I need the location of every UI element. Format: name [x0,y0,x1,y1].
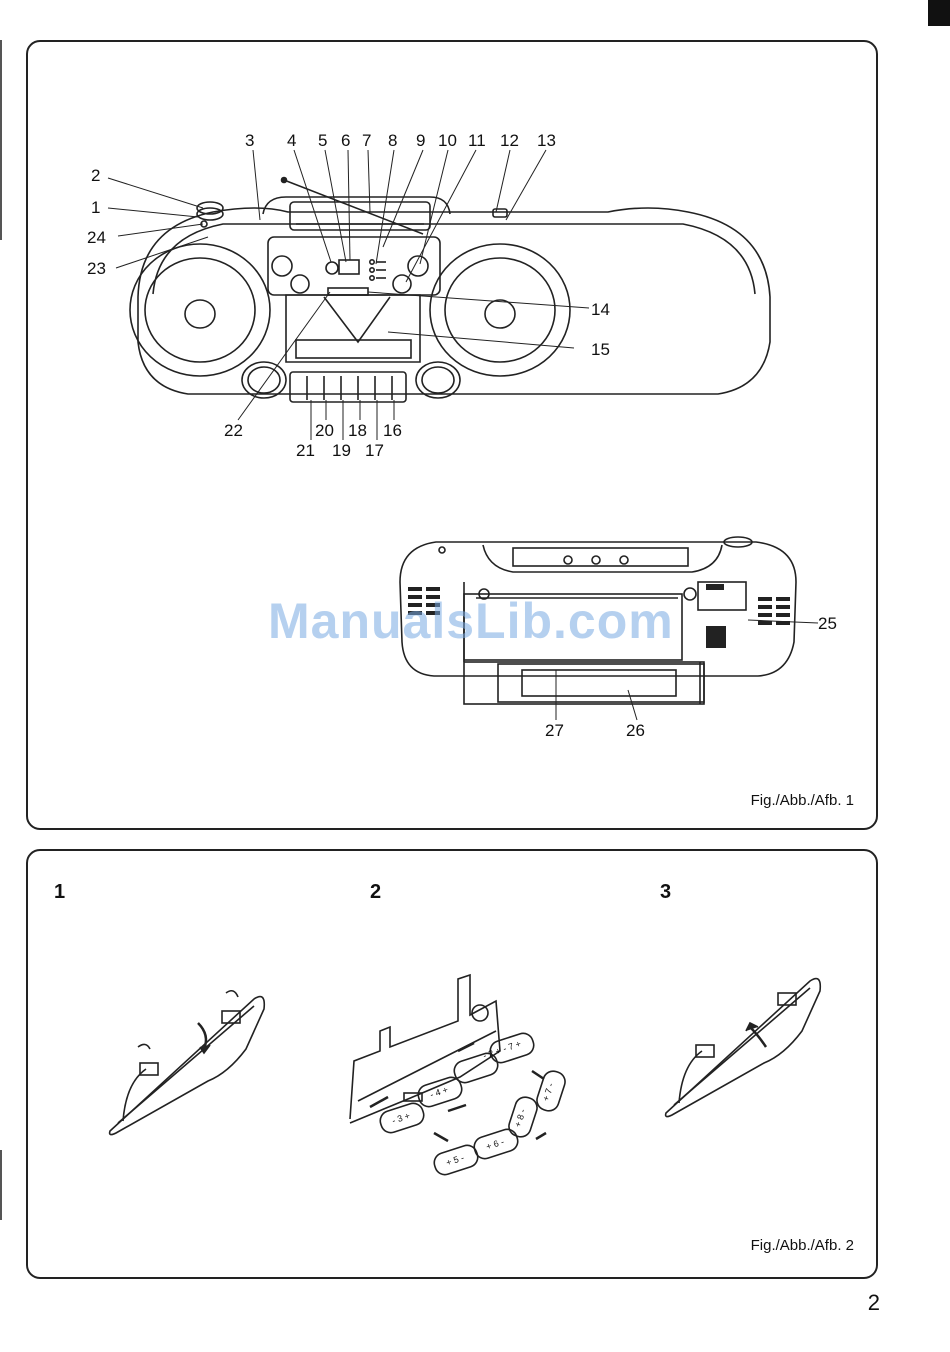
battery-cover [464,662,704,704]
battery-label-2: - 7 + [502,1039,522,1054]
battery-label-3: - 4 + [429,1085,449,1100]
battery-label-5: + 5 - [445,1153,465,1168]
callout-19: 19 [332,441,351,461]
figure-2-caption: Fig./Abb./Afb. 2 [751,1237,854,1254]
step-3-cover [666,979,821,1117]
callout-26: 26 [626,721,645,741]
callout-3: 3 [245,131,254,151]
watermark: ManualsLib.com [268,592,674,650]
callout-6: 6 [341,131,350,151]
callout-16: 16 [383,421,402,441]
figure-2-panel: 1 2 3 [26,849,878,1279]
callout-15: 15 [591,340,610,360]
corner-registration-mark [928,0,950,26]
callout-12: 12 [500,131,519,151]
battery-label-4: - 3 + [391,1111,411,1126]
figure-1-panel: 3 4 5 6 7 8 9 10 11 12 13 2 1 24 23 14 1… [26,40,878,830]
callout-8: 8 [388,131,397,151]
callout-10: 10 [438,131,457,151]
step-2-compartment [350,975,500,1123]
boombox-back-illustration [28,42,880,832]
callout-22: 22 [224,421,243,441]
callout-13: 13 [537,131,556,151]
callout-23: 23 [87,259,106,279]
callout-24: 24 [87,228,106,248]
callout-21: 21 [296,441,315,461]
callout-27: 27 [545,721,564,741]
figure-1-caption: Fig./Abb./Afb. 1 [751,792,854,809]
batteries [378,1031,568,1178]
callout-5: 5 [318,131,327,151]
callout-11: 11 [468,131,486,151]
callout-1: 1 [91,198,100,218]
step-1-cover [110,991,265,1135]
page-number: 2 [868,1290,880,1316]
edge-mark [0,1150,2,1220]
edge-mark [0,40,2,240]
callout-20: 20 [315,421,334,441]
callout-4: 4 [287,131,296,151]
battery-label-8: + 7 - [541,1082,556,1102]
callout-18: 18 [348,421,367,441]
battery-label-7: + 8 - [513,1108,528,1128]
callout-9: 9 [416,131,425,151]
callout-17: 17 [365,441,384,461]
callout-7: 7 [362,131,371,151]
callout-14: 14 [591,300,610,320]
callout-25: 25 [818,614,837,634]
battery-label-6: + 6 - [485,1137,505,1152]
battery-installation-illustration: - 2 + - 7 + - 4 + - 3 + + 5 - + 6 - + 8 … [28,851,880,1281]
callout-2: 2 [91,166,100,186]
